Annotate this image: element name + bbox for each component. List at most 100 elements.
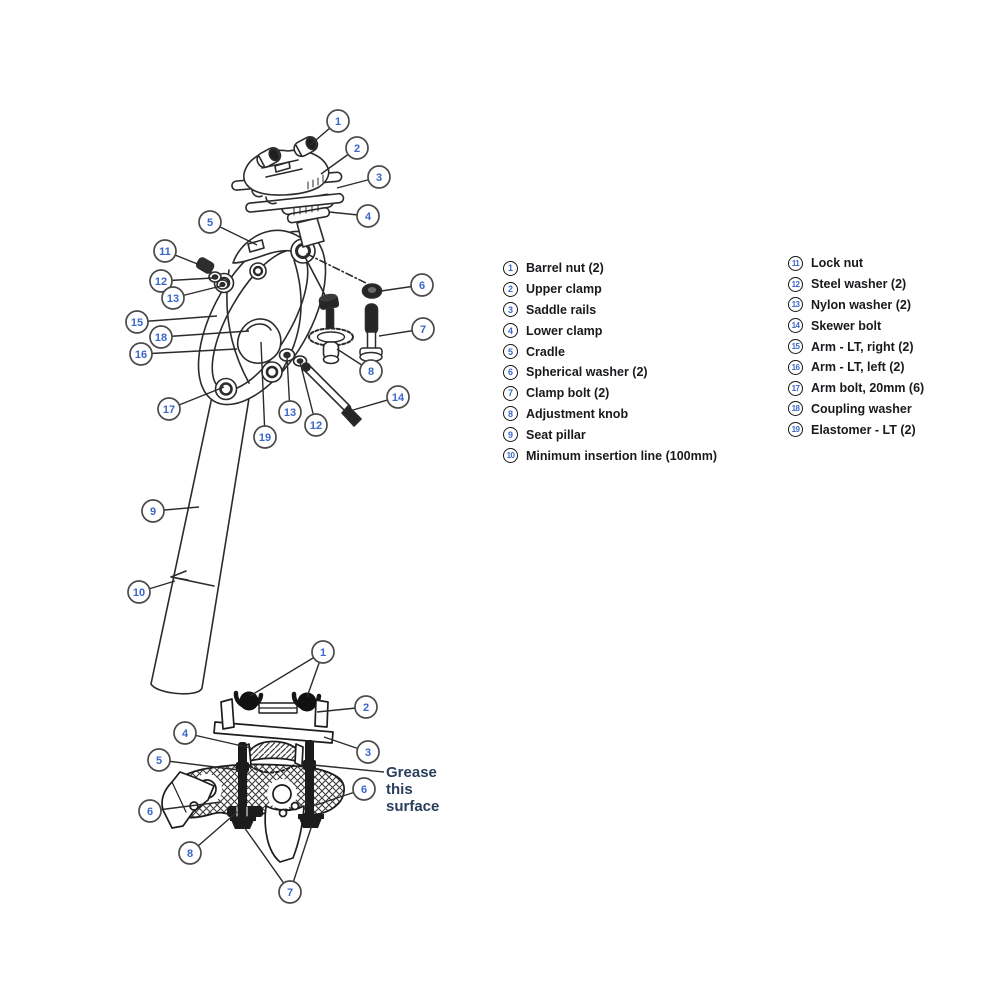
callout-18: 18 <box>149 325 173 349</box>
svg-text:12: 12 <box>155 276 167 288</box>
parts-list-item: 3 Saddle rails <box>503 300 717 321</box>
adjustment-knob <box>308 293 354 365</box>
barrel-nut-section <box>239 691 317 712</box>
parts-list-item: 6 Spherical washer (2) <box>503 362 717 383</box>
skewer-bolt <box>301 362 362 427</box>
svg-text:6: 6 <box>361 784 367 796</box>
callout-3: 3 <box>356 740 380 764</box>
lock-nut-washers <box>195 257 229 290</box>
minimum-insertion-line <box>170 570 215 587</box>
callout-14: 14 <box>386 385 410 409</box>
seat-pillar <box>150 385 252 695</box>
part-number-badge: 7 <box>503 385 518 401</box>
callout-10: 10 <box>127 580 151 604</box>
svg-text:13: 13 <box>167 293 179 305</box>
svg-text:15: 15 <box>131 317 143 329</box>
part-number-badge: 1 <box>503 260 518 276</box>
part-label: Adjustment knob <box>526 406 629 421</box>
fastener-parts <box>301 253 383 427</box>
spherical-washer <box>361 283 383 299</box>
parts-list-item: 10 Minimum insertion line (100mm) <box>503 445 717 466</box>
part-number-badge: 8 <box>503 406 518 422</box>
clamp-bolt <box>359 303 383 363</box>
bottom-section-view <box>161 690 345 863</box>
part-label: Nylon washer (2) <box>811 297 912 312</box>
svg-text:6: 6 <box>147 806 153 818</box>
callout-15: 15 <box>125 310 149 334</box>
callout-16: 16 <box>129 342 153 366</box>
parts-list-item: 1 Barrel nut (2) <box>503 258 717 279</box>
part-number-badge: 6 <box>503 364 518 380</box>
seat-pillar-section <box>264 801 305 863</box>
part-number-badge: 9 <box>503 427 518 443</box>
callout-3: 3 <box>367 165 391 189</box>
callout-12: 12 <box>304 413 328 437</box>
callout-7: 7 <box>278 880 302 904</box>
callout-13: 13 <box>278 400 302 424</box>
part-label: Arm bolt, 20mm (6) <box>811 381 925 396</box>
part-number-badge: 17 <box>788 380 803 396</box>
svg-text:11: 11 <box>159 246 171 258</box>
part-number-badge: 10 <box>503 448 518 464</box>
callout-6: 6 <box>138 799 162 823</box>
part-label: Steel washer (2) <box>811 277 907 292</box>
head-assembly <box>231 135 345 248</box>
callout-1: 1 <box>311 640 335 664</box>
svg-text:1: 1 <box>335 116 341 128</box>
grease-leader-line <box>312 764 385 773</box>
parts-list-item: 16 Arm - LT, left (2) <box>788 357 924 378</box>
part-label: Elastomer - LT (2) <box>811 422 916 437</box>
part-label: Saddle rails <box>526 302 597 317</box>
part-label: Seat pillar <box>526 427 586 442</box>
adjustment-knob-section <box>227 806 263 817</box>
callout-8: 8 <box>359 359 383 383</box>
part-number-badge: 14 <box>788 318 803 334</box>
svg-text:7: 7 <box>420 324 426 336</box>
elastomer <box>236 318 282 364</box>
part-number-badge: 16 <box>788 359 803 375</box>
callout-6: 6 <box>410 273 434 297</box>
svg-text:1: 1 <box>320 647 326 659</box>
barrel-nut <box>256 135 319 169</box>
parts-list-item: 7 Clamp bolt (2) <box>503 383 717 404</box>
svg-text:12: 12 <box>310 420 322 432</box>
parts-list-item: 9 Seat pillar <box>503 424 717 445</box>
grease-note-line: surface <box>386 798 440 815</box>
svg-text:14: 14 <box>392 392 405 404</box>
callout-12: 12 <box>149 269 173 293</box>
callout-5: 5 <box>147 748 171 772</box>
svg-text:13: 13 <box>284 407 296 419</box>
part-label: Minimum insertion line (100mm) <box>526 448 718 463</box>
part-label: Spherical washer (2) <box>526 365 648 380</box>
callout-7: 7 <box>411 317 435 341</box>
part-label: Upper clamp <box>526 282 602 297</box>
part-label: Cradle <box>526 344 565 359</box>
callout-11: 11 <box>153 239 177 263</box>
svg-text:3: 3 <box>365 747 371 759</box>
part-number-badge: 3 <box>503 302 518 318</box>
part-label: Clamp bolt (2) <box>526 386 610 401</box>
part-label: Barrel nut (2) <box>526 261 604 276</box>
parts-list-item: 14 Skewer bolt <box>788 315 924 336</box>
callout-5: 5 <box>198 210 222 234</box>
svg-text:18: 18 <box>155 332 167 344</box>
part-number-badge: 19 <box>788 422 803 438</box>
part-label: Arm - LT, left (2) <box>811 360 905 375</box>
part-label: Skewer bolt <box>811 318 882 333</box>
svg-text:7: 7 <box>287 887 293 899</box>
part-number-badge: 11 <box>788 255 803 271</box>
part-label: Arm - LT, right (2) <box>811 339 914 354</box>
svg-text:19: 19 <box>259 432 271 444</box>
callout-8: 8 <box>178 841 202 865</box>
svg-text:5: 5 <box>156 755 162 767</box>
